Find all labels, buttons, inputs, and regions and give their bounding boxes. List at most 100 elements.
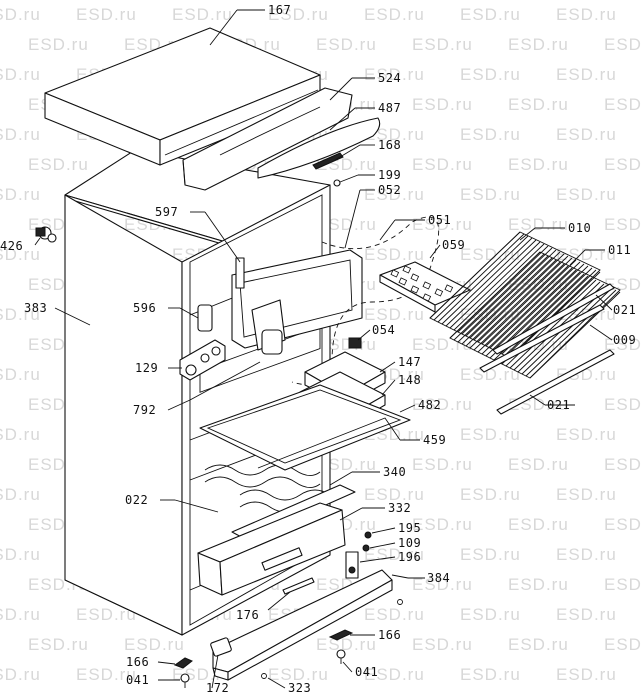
watermark-text: ESD.ru bbox=[364, 305, 425, 324]
watermark-text: ESD.ru bbox=[460, 185, 521, 204]
hinge-196 bbox=[345, 551, 359, 579]
watermark-text: ESD.ru bbox=[28, 155, 89, 174]
callout-167: 167 bbox=[268, 3, 291, 17]
shelf-rod bbox=[485, 259, 577, 347]
watermark-text: ESD.ru bbox=[604, 575, 641, 594]
shelf-rod bbox=[473, 253, 565, 341]
watermark-text: ESD.ru bbox=[0, 305, 41, 324]
callout-009: 009 bbox=[613, 333, 636, 347]
shelf-rod bbox=[457, 245, 549, 333]
shelf-strip-009 bbox=[479, 304, 605, 373]
shelf-rod bbox=[493, 263, 585, 351]
watermark-text: ESD.ru bbox=[556, 605, 617, 624]
watermark-text: ESD.ru bbox=[556, 485, 617, 504]
shelf-rod bbox=[465, 259, 557, 347]
watermark-text: ESD.ru bbox=[460, 545, 521, 564]
watermark-text: ESD.ru bbox=[364, 125, 425, 144]
watermark-text: ESD.ru bbox=[508, 95, 569, 114]
control-panel bbox=[182, 87, 353, 191]
screw-041-left bbox=[180, 673, 190, 688]
watermark-text: ESD.ru bbox=[0, 245, 41, 264]
watermark-text: ESD.ru bbox=[508, 455, 569, 474]
callout-010: 010 bbox=[568, 221, 591, 235]
watermark-text: ESD.ru bbox=[268, 665, 329, 684]
callouts: 167 524 487 168 199 052 051 010 011 059 … bbox=[0, 3, 636, 695]
watermark-text: ESD.ru bbox=[460, 605, 521, 624]
watermark-text: ESD.ru bbox=[412, 35, 473, 54]
shelf-rod bbox=[477, 265, 569, 353]
shelf-strip-021b bbox=[496, 349, 615, 415]
watermark-text: ESD.ru bbox=[412, 335, 473, 354]
shelf-rod bbox=[469, 251, 561, 339]
shelf-rod bbox=[441, 237, 533, 325]
clip-054 bbox=[348, 337, 362, 349]
part-195 bbox=[364, 531, 372, 539]
callout-524: 524 bbox=[378, 71, 401, 85]
shelf-strip-021a bbox=[492, 283, 615, 355]
callout-129: 129 bbox=[135, 361, 158, 375]
watermark-text: ESD.ru bbox=[316, 215, 377, 234]
callout-792: 792 bbox=[133, 403, 156, 417]
wire-shelf-upper bbox=[429, 231, 601, 359]
watermark-text: ESD.ru bbox=[604, 275, 641, 294]
watermark-text: ESD.ru bbox=[604, 35, 641, 54]
crisper-drawer bbox=[197, 502, 346, 596]
watermark-text: ESD.ru bbox=[0, 485, 41, 504]
watermark-text: ESD.ru bbox=[604, 335, 641, 354]
watermark-text: ESD.ru bbox=[76, 5, 137, 24]
callout-052: 052 bbox=[378, 183, 401, 197]
watermark-text: ESD.ru bbox=[604, 515, 641, 534]
callout-482: 482 bbox=[418, 398, 441, 412]
watermark-text: ESD.ru bbox=[460, 665, 521, 684]
callout-383: 383 bbox=[24, 301, 47, 315]
shelf-rod bbox=[473, 263, 565, 351]
watermark-text: ESD.ru bbox=[460, 125, 521, 144]
watermark-text: ESD.ru bbox=[0, 545, 41, 564]
watermark-text: ESD.ru bbox=[412, 635, 473, 654]
watermark-text: ESD.ru bbox=[460, 365, 521, 384]
watermark-text: ESD.ru bbox=[508, 215, 569, 234]
callout-021-upper: 021 bbox=[613, 303, 636, 317]
thermostat bbox=[197, 257, 245, 332]
watermark-text: ESD.ru bbox=[0, 185, 41, 204]
watermark-text: ESD.ru bbox=[508, 35, 569, 54]
watermark-text: ESD.ru bbox=[556, 185, 617, 204]
callout-054: 054 bbox=[372, 323, 395, 337]
callout-597: 597 bbox=[155, 205, 178, 219]
handle-176 bbox=[282, 577, 315, 595]
watermark-text: ESD.ru bbox=[0, 665, 41, 684]
watermark-text: ESD.ru bbox=[460, 65, 521, 84]
callout-199: 199 bbox=[378, 168, 401, 182]
shelf-rod bbox=[521, 287, 613, 375]
lamp-lens bbox=[257, 117, 381, 179]
callout-459: 459 bbox=[423, 433, 446, 447]
watermark-text: ESD.ru bbox=[604, 155, 641, 174]
callout-332: 332 bbox=[388, 501, 411, 515]
watermark-text: ESD.ru bbox=[460, 425, 521, 444]
watermark-text: ESD.ru bbox=[316, 635, 377, 654]
callout-487: 487 bbox=[378, 101, 401, 115]
watermark-text: ESD.ru bbox=[604, 455, 641, 474]
callout-168: 168 bbox=[378, 138, 401, 152]
shelf-rod bbox=[529, 291, 621, 379]
callout-166-left: 166 bbox=[126, 655, 149, 669]
shelf-rod bbox=[453, 253, 545, 341]
watermark-text: ESD.ru bbox=[0, 65, 41, 84]
watermark-text: ESD.ru bbox=[364, 605, 425, 624]
shelf-rod bbox=[497, 275, 589, 363]
lamp-holder bbox=[312, 152, 344, 170]
callout-147: 147 bbox=[398, 355, 421, 369]
watermark-text: ESD.ru bbox=[556, 5, 617, 24]
watermark-text: ESD.ru bbox=[412, 95, 473, 114]
shelf-rod bbox=[449, 241, 541, 329]
shelf-rod bbox=[449, 251, 541, 339]
watermark-text: ESD.ru bbox=[556, 65, 617, 84]
callout-426: 426 bbox=[0, 239, 23, 253]
callout-041-left: 041 bbox=[126, 673, 149, 687]
callout-323: 323 bbox=[288, 681, 311, 695]
shelf-rod bbox=[457, 255, 549, 343]
watermark-text: ESD.ru bbox=[0, 605, 41, 624]
shelf-frame bbox=[257, 417, 401, 469]
watermark-text: ESD.ru bbox=[364, 665, 425, 684]
